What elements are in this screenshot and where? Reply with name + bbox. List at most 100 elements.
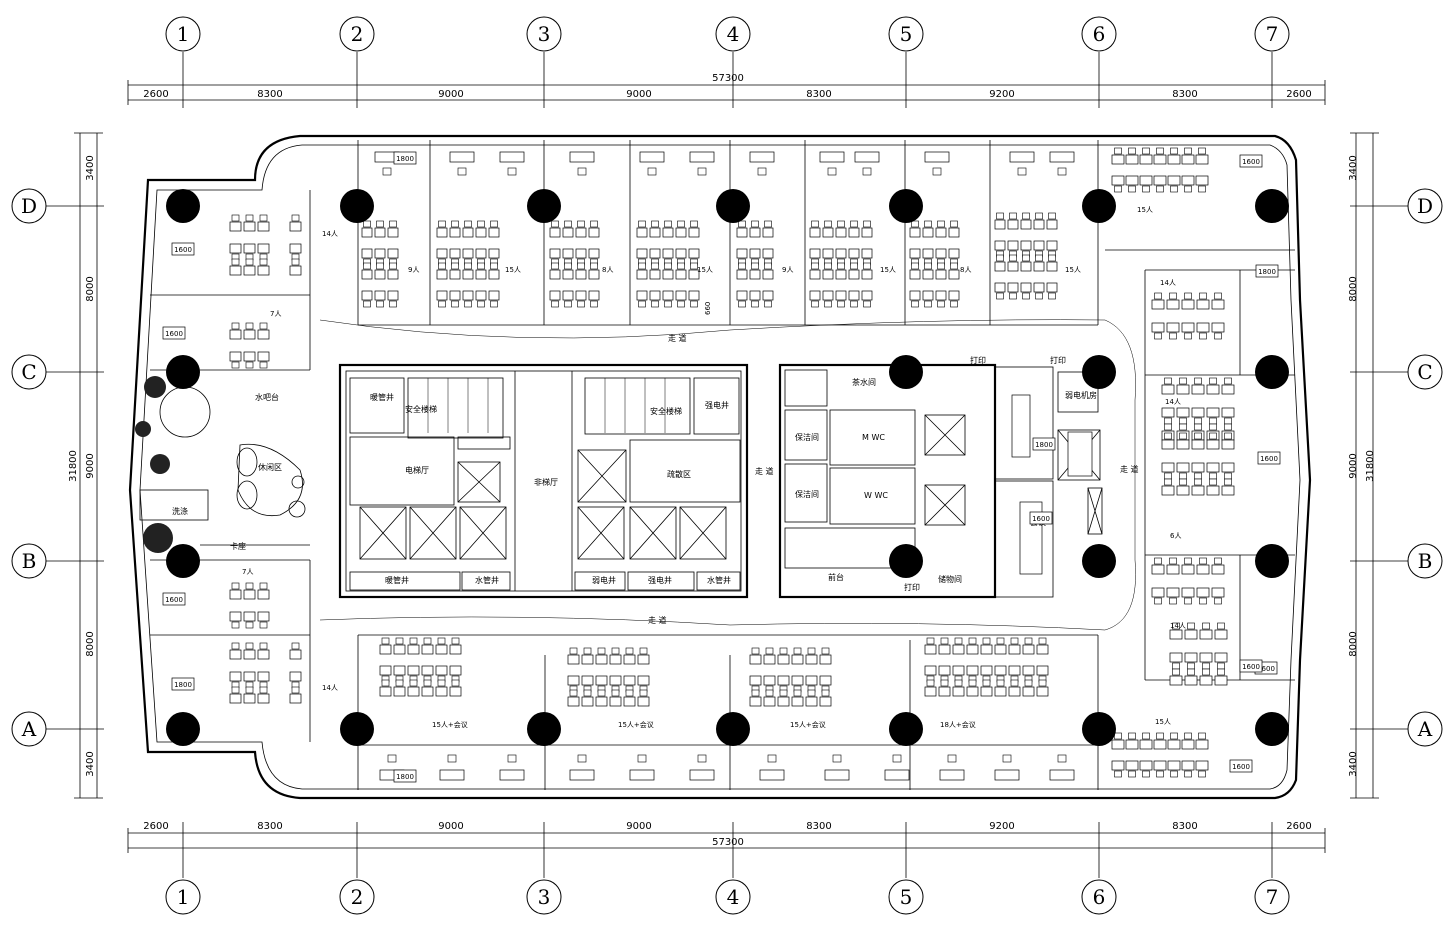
structural-column-A3	[527, 712, 561, 746]
desk	[436, 290, 448, 301]
desk	[1033, 240, 1045, 251]
chair	[1184, 185, 1192, 193]
bay-dim-top-6: 9200	[989, 89, 1014, 100]
desk	[1046, 282, 1058, 293]
chair	[950, 220, 958, 228]
desk	[1191, 384, 1205, 395]
desk	[449, 665, 462, 676]
structural-column-C6	[1082, 355, 1116, 389]
chair	[1184, 732, 1192, 740]
desk	[1139, 739, 1153, 750]
structural-columns	[166, 189, 1289, 746]
office-desk	[819, 151, 845, 163]
chair	[924, 220, 932, 228]
desk	[822, 290, 834, 301]
room-north-4: 8人	[602, 266, 613, 274]
chair	[937, 300, 945, 308]
office-chair	[892, 754, 902, 763]
chair	[1164, 478, 1172, 486]
desk	[994, 686, 1007, 697]
desk	[229, 265, 242, 276]
desk	[1153, 760, 1167, 771]
chair	[564, 220, 572, 228]
desk	[449, 686, 462, 697]
office-chair	[647, 167, 657, 176]
desk	[361, 269, 373, 280]
chair	[569, 689, 578, 697]
chair	[1009, 212, 1017, 220]
structural-column-B7	[1255, 544, 1289, 578]
chair	[1198, 185, 1206, 193]
desk	[819, 675, 832, 686]
desk	[994, 644, 1007, 655]
office-chair	[382, 167, 392, 176]
desk	[289, 265, 302, 276]
chair	[1142, 185, 1150, 193]
desk	[1046, 240, 1058, 251]
chair	[1214, 597, 1222, 605]
bottom-dimensions: 2600 8300 9000 9000 8300 9200 8300 2600 …	[127, 821, 1326, 853]
office-desk-label: 1800	[1035, 441, 1053, 449]
desk	[1184, 652, 1198, 663]
desk	[1196, 587, 1210, 598]
chair	[376, 262, 384, 270]
office-chair	[697, 754, 707, 763]
print-1-label: 打印	[970, 355, 986, 365]
desk	[1167, 154, 1181, 165]
cleaning-1-label: 保洁间	[795, 432, 819, 442]
room-north-2: 9人	[408, 266, 419, 274]
chair	[363, 300, 371, 308]
office-chair	[1057, 754, 1067, 763]
chair	[1114, 770, 1122, 778]
desk	[952, 686, 965, 697]
desk-cluster-n3	[549, 220, 600, 308]
room-north-7: 15人	[880, 266, 896, 274]
desk	[1167, 760, 1181, 771]
chair	[824, 262, 832, 270]
desk	[488, 248, 500, 259]
axis-bubble-top-6	[1081, 16, 1117, 52]
desk	[819, 654, 832, 665]
chair	[1224, 472, 1232, 480]
axis-label-bottom-5: 5	[900, 885, 913, 909]
desk	[819, 696, 832, 707]
chair	[850, 300, 858, 308]
axis-label-left-C: C	[21, 360, 36, 384]
chair	[811, 220, 819, 228]
labeled-office-desk	[162, 326, 186, 340]
desk	[1125, 760, 1139, 771]
office-desk	[749, 151, 775, 163]
chair	[1202, 668, 1210, 676]
axis-bubble-left-B	[11, 543, 47, 579]
desk	[387, 269, 399, 280]
row-dim-left-2: 8000	[85, 276, 96, 301]
desk	[637, 654, 650, 665]
axis-bubble-top-2	[339, 16, 375, 52]
desk	[1184, 629, 1198, 640]
desk	[289, 243, 302, 254]
desk-cluster-n2	[436, 220, 500, 308]
desk	[549, 269, 561, 280]
desk-cluster-s3	[749, 647, 832, 707]
desk	[1195, 175, 1209, 186]
desk	[909, 290, 921, 301]
desk	[777, 675, 790, 686]
office-desk	[939, 769, 965, 781]
desk	[909, 227, 921, 238]
desk	[637, 675, 650, 686]
labeled-office-desk	[1255, 264, 1279, 278]
desk	[749, 290, 761, 301]
desk	[662, 290, 674, 301]
desk	[861, 290, 873, 301]
row-dim-left-3: 9000	[85, 453, 96, 478]
chair	[821, 647, 830, 655]
desk	[688, 227, 700, 238]
chair	[1024, 679, 1033, 687]
chair	[1199, 332, 1207, 340]
desk	[1191, 407, 1205, 418]
desk	[1214, 629, 1228, 640]
chair	[954, 637, 963, 645]
chair	[245, 686, 254, 694]
chair	[611, 647, 620, 655]
strong-elec-n-label: 强电井	[705, 400, 729, 410]
